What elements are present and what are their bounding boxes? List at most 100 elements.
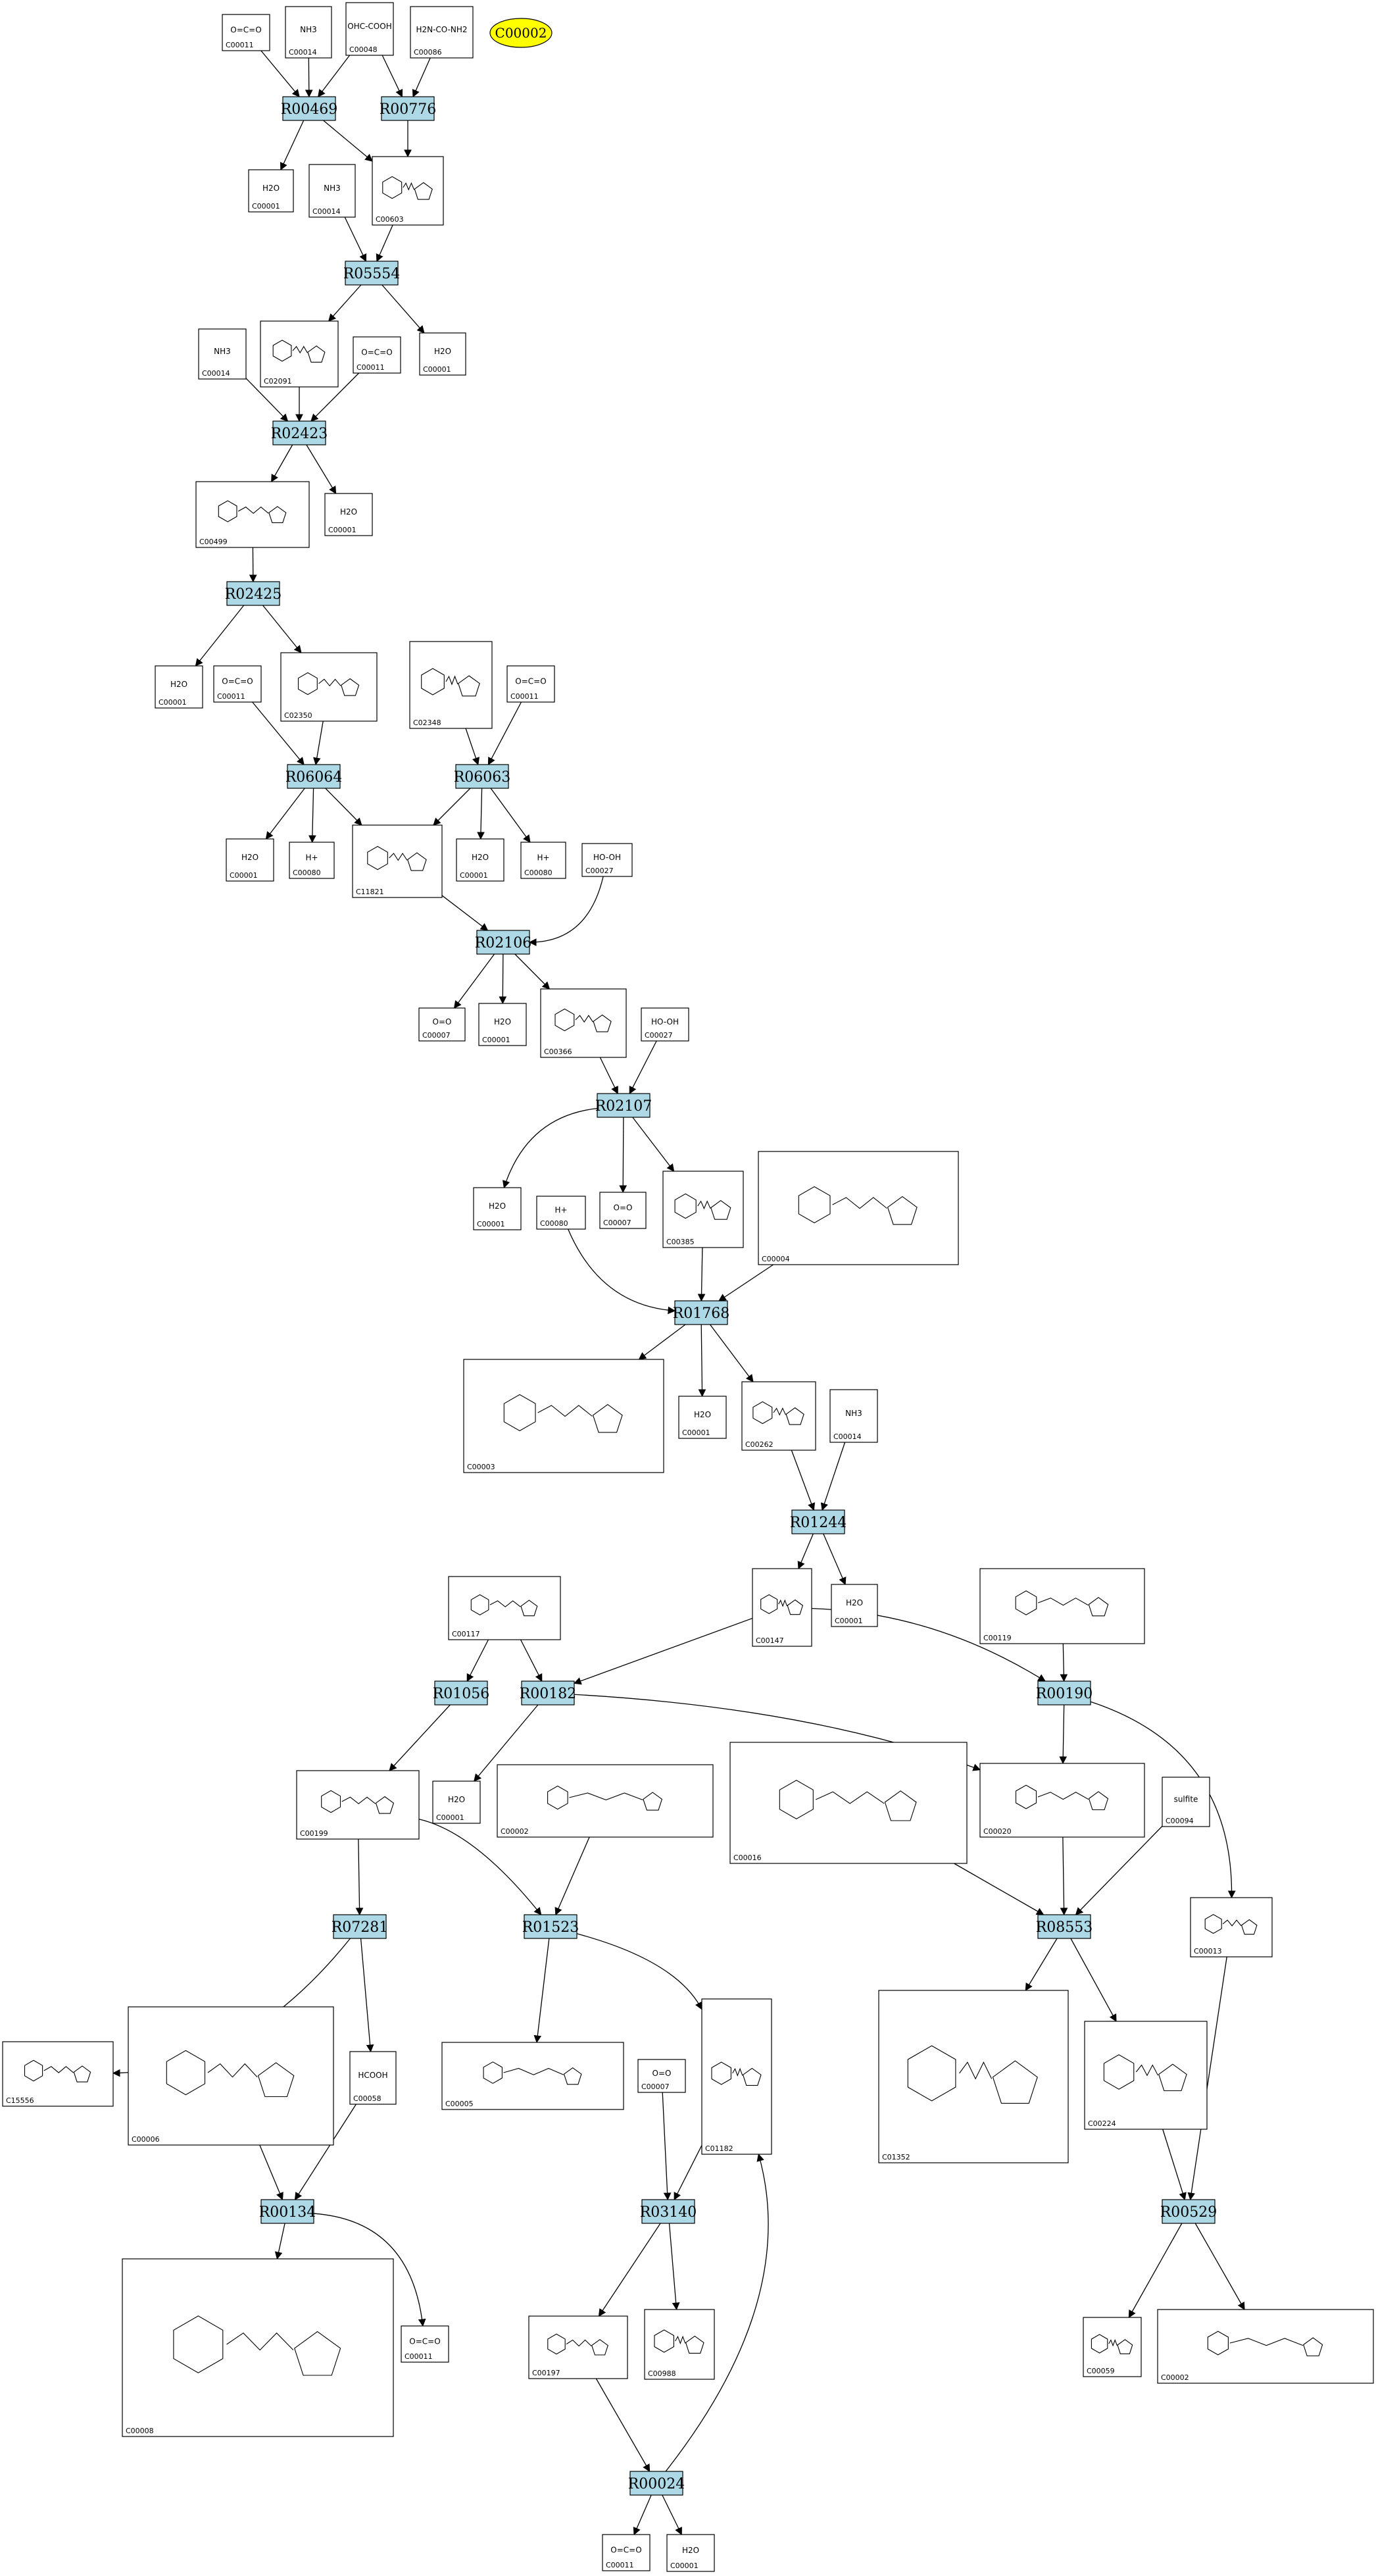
reaction-R00469[interactable]: R00469 xyxy=(281,96,338,121)
compound-C00080[interactable]: H+C00080 xyxy=(289,842,335,879)
compound-C00603[interactable]: C00603 xyxy=(372,156,444,226)
compound-C02091[interactable]: C02091 xyxy=(260,320,339,388)
reaction-R02107[interactable]: R02107 xyxy=(595,1093,652,1118)
reaction-label: R00190 xyxy=(1036,1686,1093,1702)
reaction-R00529[interactable]: R00529 xyxy=(1160,2199,1217,2224)
compound-C00499[interactable]: C00499 xyxy=(195,481,310,548)
reaction-R01768[interactable]: R01768 xyxy=(673,1300,730,1325)
reaction-R00134[interactable]: R00134 xyxy=(259,2199,316,2224)
compound-label: C00366 xyxy=(544,1048,572,1056)
compound-C00988[interactable]: C00988 xyxy=(644,2309,715,2380)
structure-drawing xyxy=(321,1790,395,1814)
reaction-R03140[interactable]: R03140 xyxy=(640,2199,697,2224)
compound-C02348[interactable]: C02348 xyxy=(409,641,493,729)
reaction-R00776[interactable]: R00776 xyxy=(380,96,437,121)
compound-C00002[interactable]: C00002 xyxy=(497,1764,714,1838)
compound-C00008[interactable]: C00008 xyxy=(122,2258,394,2437)
compound-C01352[interactable]: C01352 xyxy=(878,1990,1069,2163)
compound-C00117[interactable]: C00117 xyxy=(448,1576,561,1640)
reaction-R00182[interactable]: R00182 xyxy=(520,1680,577,1705)
reaction-R01056[interactable]: R01056 xyxy=(433,1680,490,1705)
structure-drawing xyxy=(421,668,480,697)
compound-C00080[interactable]: H+C00080 xyxy=(520,842,566,879)
reaction-R01244[interactable]: R01244 xyxy=(790,1509,847,1534)
compound-C00006[interactable]: C00006 xyxy=(128,2006,334,2146)
reaction-R07281[interactable]: R07281 xyxy=(332,1914,389,1939)
compound-C00199[interactable]: C00199 xyxy=(296,1770,420,1840)
compound-C00262[interactable]: C00262 xyxy=(741,1381,816,1451)
compound-C00147[interactable]: C00147 xyxy=(752,1568,812,1647)
edge-R01768-a36 xyxy=(710,1324,754,1382)
compound-C00002[interactable]: C00002 xyxy=(1157,2309,1374,2384)
reaction-R00190[interactable]: R00190 xyxy=(1036,1680,1093,1705)
compound-C01182[interactable]: C01182 xyxy=(701,1998,772,2155)
compound-C00080[interactable]: H+C00080 xyxy=(536,1196,586,1230)
compound-C00003[interactable]: C00003 xyxy=(463,1359,664,1473)
compound-C00004[interactable]: C00004 xyxy=(758,1151,959,1265)
reaction-R01523[interactable]: R01523 xyxy=(522,1914,579,1939)
compound-label: C00059 xyxy=(1087,2367,1115,2375)
structure-text: H2O xyxy=(494,1017,511,1026)
compound-C00005[interactable]: C00005 xyxy=(441,2042,624,2110)
reaction-R06063[interactable]: R06063 xyxy=(454,764,511,789)
compound-C15556[interactable]: C15556 xyxy=(2,2041,114,2107)
compound-C00013[interactable]: C00013 xyxy=(1190,1897,1273,1957)
reaction-R02106[interactable]: R02106 xyxy=(475,930,532,955)
edge-a47-R08553 xyxy=(1075,1825,1163,1915)
compound-label: C00011 xyxy=(510,692,539,701)
structure-text: H2O xyxy=(694,1410,711,1419)
reaction-R05554[interactable]: R05554 xyxy=(343,261,401,286)
compound-C00119[interactable]: C00119 xyxy=(979,1568,1145,1644)
reaction-R00024[interactable]: R00024 xyxy=(628,2471,685,2496)
reaction-R02423[interactable]: R02423 xyxy=(271,420,328,445)
structure-text: H2O xyxy=(170,680,187,689)
compound-C11821[interactable]: C11821 xyxy=(352,824,443,898)
reaction-R06064[interactable]: R06064 xyxy=(285,764,343,789)
compound-C00224[interactable]: C00224 xyxy=(1084,2021,1208,2130)
compound-C00197[interactable]: C00197 xyxy=(528,2315,628,2379)
compound-C00020[interactable]: C00020 xyxy=(979,1763,1145,1838)
compound-C00366[interactable]: C00366 xyxy=(540,988,627,1058)
edge-R05554-a9 xyxy=(328,284,362,322)
compound-C02350[interactable]: C02350 xyxy=(280,652,378,722)
compound-C00059[interactable]: C00059 xyxy=(1083,2317,1142,2377)
reaction-R08553[interactable]: R08553 xyxy=(1036,1914,1093,1939)
compound-C00385[interactable]: C00385 xyxy=(662,1171,744,1248)
compound-C00016[interactable]: C00016 xyxy=(729,1742,968,1864)
reaction-R02425[interactable]: R02425 xyxy=(225,581,282,606)
target-node[interactable]: C00002 xyxy=(489,18,553,48)
